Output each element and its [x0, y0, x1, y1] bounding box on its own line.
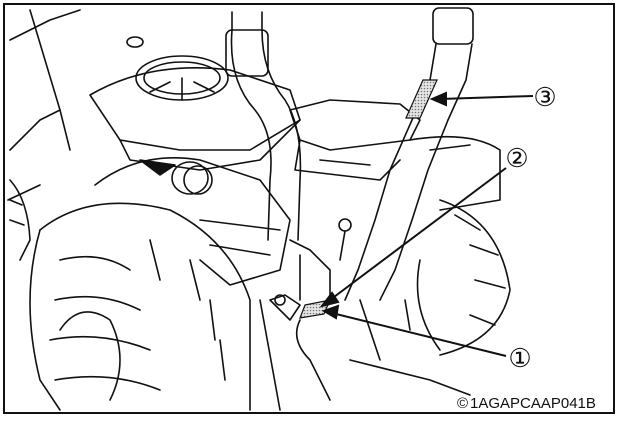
loader-arm	[7, 9, 81, 201]
callout-label-1: ①	[508, 343, 531, 373]
arrow-3-head	[429, 91, 447, 107]
fuel-cap	[139, 159, 213, 195]
arrow-2	[329, 167, 507, 301]
rear-tire-left	[29, 202, 251, 411]
arrow-1	[331, 312, 507, 357]
rear-tire-right	[416, 199, 511, 356]
callout-label-3: ③	[533, 82, 556, 112]
rops-left-post	[225, 11, 302, 241]
callout-label-2: ②	[505, 143, 528, 173]
pedal	[269, 294, 301, 321]
decal-3	[405, 79, 438, 119]
rear-fender-right	[409, 135, 501, 211]
dashboard	[89, 66, 301, 171]
front-tire-left	[9, 179, 31, 261]
arrow-2-head	[319, 291, 340, 308]
callout-arrows	[319, 91, 534, 357]
seat	[289, 99, 421, 181]
figure-code: 1AGAPCAAP041B	[470, 395, 596, 412]
copyright-symbol: ©	[457, 395, 468, 412]
linkage	[259, 218, 471, 411]
arrow-3	[439, 95, 534, 100]
steering-wheel	[126, 36, 229, 101]
frame-border	[3, 3, 615, 414]
arrow-1-head	[321, 304, 340, 320]
